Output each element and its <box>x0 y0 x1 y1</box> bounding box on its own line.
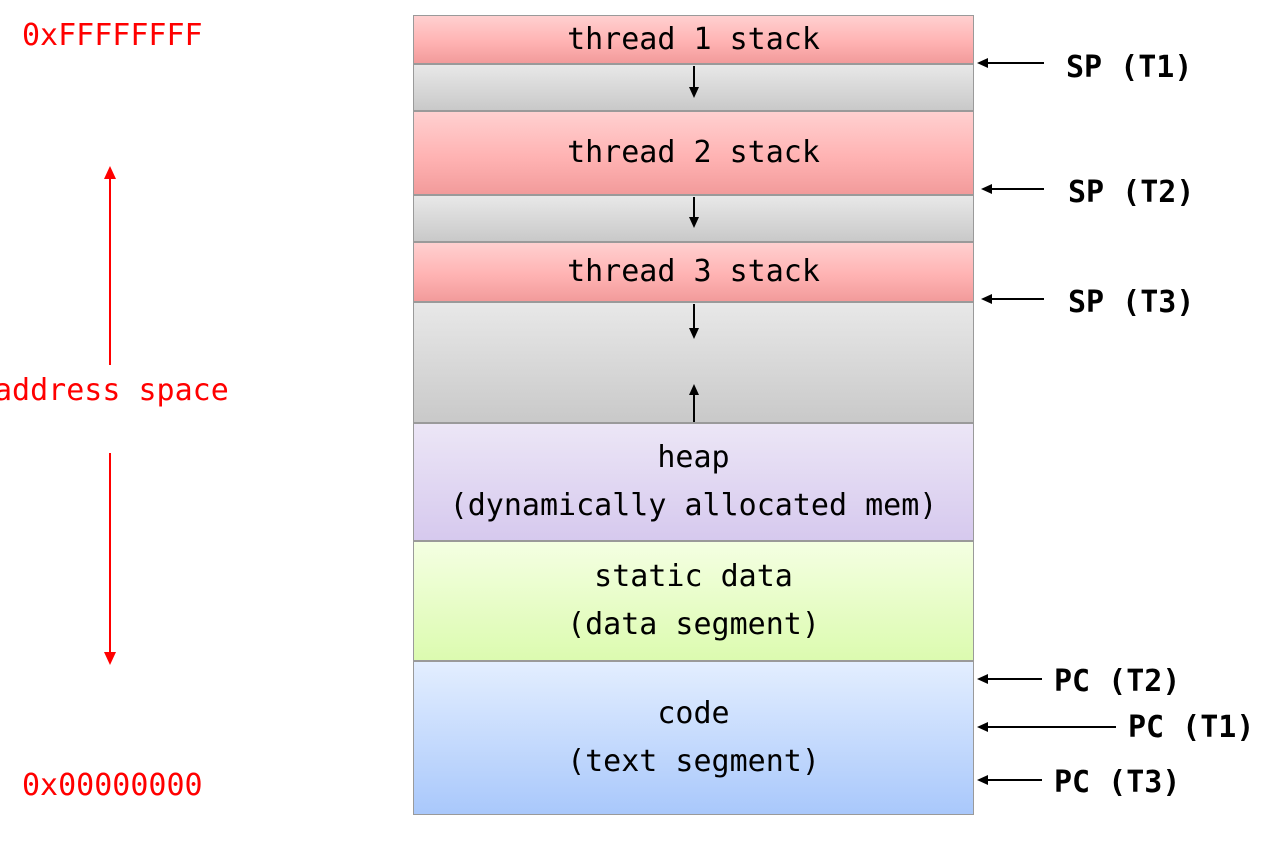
pc-t2-arrow-line <box>986 678 1042 680</box>
thread1-stack-segment: thread 1 stack <box>413 15 974 64</box>
sp-t1-arrowhead-icon <box>977 58 988 68</box>
static-data-segment: static data (data segment) <box>413 541 974 661</box>
heap-grow-arrowhead-icon <box>689 384 699 395</box>
sp-t2-arrow-line <box>990 188 1044 190</box>
thread2-stack-grow-arrow-icon <box>693 197 695 217</box>
address-up-arrow-icon <box>104 166 116 179</box>
thread3-stack-grow-arrow-icon <box>693 304 695 328</box>
address-space-label: address space <box>0 373 229 408</box>
address-top-label: 0xFFFFFFFF <box>22 18 203 53</box>
thread3-stack-segment: thread 3 stack <box>413 242 974 302</box>
heap-segment: heap (dynamically allocated mem) <box>413 423 974 541</box>
address-axis-lower-line <box>109 453 111 653</box>
static-data-label: static data <box>594 559 793 594</box>
heap-sublabel: (dynamically allocated mem) <box>449 488 938 523</box>
thread1-stack-grow-arrow-icon <box>693 66 695 87</box>
thread3-stack-grow-arrowhead-icon <box>689 328 699 339</box>
code-segment: code (text segment) <box>413 661 974 815</box>
sp-t2-arrowhead-icon <box>981 184 992 194</box>
thread3-stack-label: thread 3 stack <box>567 254 820 289</box>
address-down-arrow-icon <box>104 652 116 665</box>
pc-t1-label: PC (T1) <box>1128 710 1255 745</box>
heap-label: heap <box>657 440 730 475</box>
pc-t3-arrowhead-icon <box>977 775 988 785</box>
thread2-stack-segment: thread 2 stack <box>413 111 974 195</box>
code-sublabel: (text segment) <box>567 744 820 779</box>
sp-t1-label: SP (T1) <box>1066 50 1193 85</box>
code-label: code <box>657 696 730 731</box>
pc-t2-label: PC (T2) <box>1054 664 1181 699</box>
address-axis-upper-line <box>109 178 111 365</box>
thread2-stack-grow-arrowhead-icon <box>689 217 699 228</box>
pc-t2-arrowhead-icon <box>977 674 988 684</box>
pc-t3-arrow-line <box>986 779 1042 781</box>
thread1-stack-grow-arrowhead-icon <box>689 87 699 98</box>
pc-t1-arrow-line <box>986 726 1116 728</box>
thread2-stack-label: thread 2 stack <box>567 135 820 170</box>
thread1-stack-label: thread 1 stack <box>567 21 820 57</box>
heap-grow-arrow-icon <box>693 395 695 422</box>
static-data-sublabel: (data segment) <box>567 607 820 642</box>
sp-t2-label: SP (T2) <box>1068 175 1195 210</box>
address-bottom-label: 0x00000000 <box>22 768 203 803</box>
sp-t1-arrow-line <box>986 62 1044 64</box>
sp-t3-arrowhead-icon <box>981 294 992 304</box>
sp-t3-label: SP (T3) <box>1068 285 1195 320</box>
pc-t3-label: PC (T3) <box>1054 765 1181 800</box>
pc-t1-arrowhead-icon <box>977 722 988 732</box>
sp-t3-arrow-line <box>990 298 1044 300</box>
